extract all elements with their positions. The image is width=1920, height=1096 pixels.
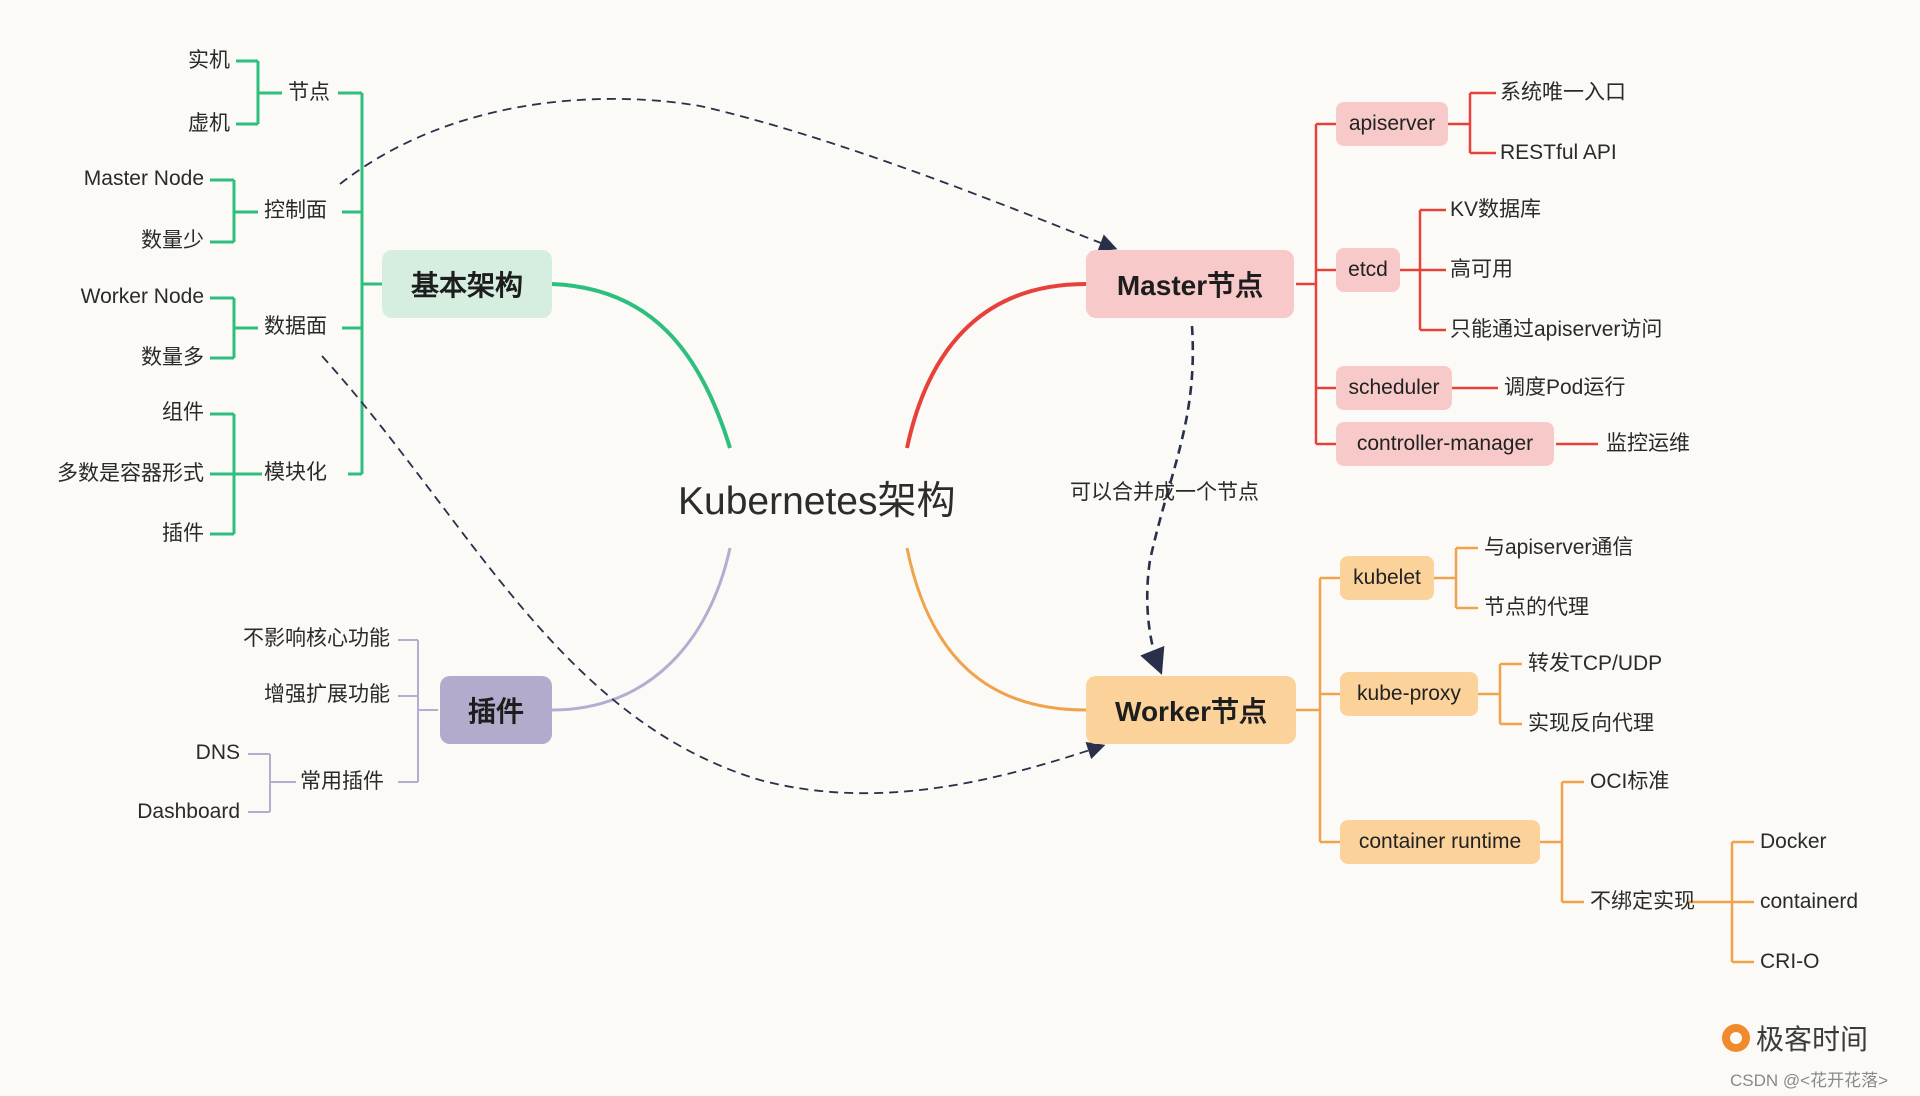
kubelet-node[interactable]: kubelet	[1340, 556, 1434, 600]
physical-machine: 实机	[188, 49, 230, 72]
etcd-label: etcd	[1348, 258, 1388, 281]
virtual-machine: 虚机	[188, 112, 230, 135]
arrow-master-to-worker	[1140, 325, 1195, 675]
nodes-label: 节点	[288, 81, 330, 104]
kv-database-text: KV数据库	[1450, 198, 1542, 221]
branch-basic	[551, 282, 732, 449]
reverse-proxy-text: 实现反向代理	[1528, 712, 1654, 735]
dns-text: DNS	[195, 741, 240, 764]
master-node-text: Master Node	[83, 167, 204, 190]
worker-brackets	[1296, 546, 1754, 964]
talk-to-apiserver-text: 与apiserver通信	[1484, 536, 1634, 559]
enhance-extend-text: 增强扩展功能	[264, 683, 390, 706]
few-count-text: 数量少	[141, 229, 204, 252]
many-count-text: 数量多	[141, 346, 204, 369]
plugins-node[interactable]: 插件	[440, 676, 552, 744]
apiserver-label: apiserver	[1348, 112, 1436, 135]
plugin-brackets	[248, 639, 438, 813]
no-core-impact-text: 不影响核心功能	[243, 627, 390, 650]
basic-architecture-label: 基本架构	[410, 270, 523, 301]
plugin-text: 插件	[162, 522, 204, 545]
dashed-arrows	[321, 98, 1195, 795]
apiserver-node[interactable]: apiserver	[1336, 102, 1448, 146]
high-availability-text: 高可用	[1450, 258, 1513, 281]
basic-brackets	[210, 59, 382, 536]
dashboard-text: Dashboard	[137, 800, 240, 823]
node-agent-text: 节点的代理	[1484, 596, 1589, 619]
etcd-node[interactable]: etcd	[1336, 248, 1400, 292]
apiserver-only-text: 只能通过apiserver访问	[1450, 318, 1663, 341]
component-text: 组件	[162, 401, 204, 424]
scheduler-node[interactable]: scheduler	[1336, 366, 1452, 410]
common-plugins-label: 常用插件	[300, 770, 384, 793]
unbound-impl-label: 不绑定实现	[1590, 890, 1695, 913]
container-runtime-node[interactable]: container runtime	[1340, 820, 1540, 864]
container-form-text: 多数是容器形式	[57, 462, 204, 485]
containerd-text: containerd	[1760, 890, 1859, 913]
control-plane-label: 控制面	[264, 199, 327, 222]
worker-node-text: Worker Node	[80, 285, 204, 308]
branch-master	[905, 282, 1087, 449]
kube-proxy-label: kube-proxy	[1357, 682, 1461, 705]
watermark: CSDN @<花开花落>	[1730, 1071, 1889, 1090]
controller-manager-label: controller-manager	[1356, 432, 1534, 455]
plugins-label: 插件	[467, 696, 524, 727]
sole-entry-text: 系统唯一入口	[1500, 81, 1626, 104]
cri-o-text: CRI-O	[1760, 950, 1820, 973]
worker-node-label: Worker节点	[1115, 696, 1267, 727]
scheduler-label: scheduler	[1348, 376, 1440, 399]
merge-note: 可以合并成一个节点	[1070, 481, 1259, 504]
monitor-ops-text: 监控运维	[1606, 432, 1690, 455]
kube-proxy-node[interactable]: kube-proxy	[1340, 672, 1478, 716]
brand-logo: 极客时间	[1722, 1018, 1868, 1058]
brand-name: 极客时间	[1756, 1024, 1869, 1055]
brand-logo-icon	[1722, 1024, 1750, 1052]
basic-architecture-node[interactable]: 基本架构	[382, 250, 552, 318]
modular-label: 模块化	[264, 461, 327, 484]
arrow-control-to-master	[339, 98, 1118, 252]
worker-node[interactable]: Worker节点	[1086, 676, 1296, 744]
master-node[interactable]: Master节点	[1086, 250, 1294, 318]
oci-standard-text: OCI标准	[1590, 770, 1670, 793]
data-plane-label: 数据面	[264, 315, 327, 338]
arrow-data-to-worker	[321, 355, 1106, 795]
schedule-pod-text: 调度Pod运行	[1504, 376, 1626, 399]
master-node-label: Master节点	[1116, 270, 1264, 301]
docker-text: Docker	[1760, 830, 1827, 853]
branch-worker	[905, 547, 1087, 712]
forward-tcp-udp-text: 转发TCP/UDP	[1528, 652, 1663, 675]
branch-plugins	[551, 547, 732, 712]
restful-api-text: RESTful API	[1500, 141, 1617, 164]
kubelet-label: kubelet	[1353, 566, 1421, 589]
container-runtime-label: container runtime	[1358, 830, 1522, 853]
controller-manager-node[interactable]: controller-manager	[1336, 422, 1554, 466]
center-title: Kubernetes架构	[678, 480, 956, 523]
